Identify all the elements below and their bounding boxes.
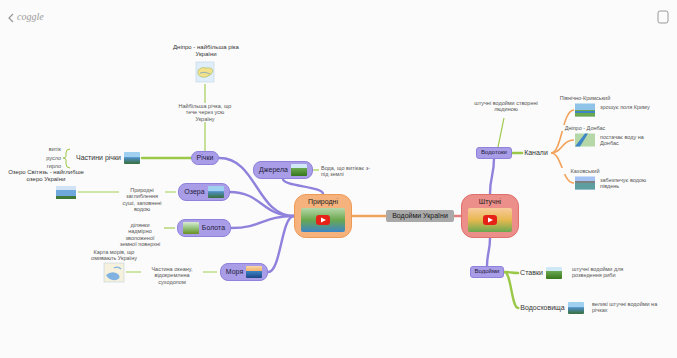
canal-photo [575, 134, 595, 147]
seas-map [104, 263, 124, 282]
branch-connector [230, 192, 294, 216]
leader-line [164, 227, 175, 228]
app-logo: coggle [17, 11, 67, 23]
leader-line [498, 118, 504, 147]
node-text: Ставки [520, 269, 543, 277]
thumbnail-image [568, 302, 584, 314]
branch-connector [268, 216, 294, 272]
branch-text: Водосховища [518, 301, 585, 315]
note-text: зрошує поля Криму [600, 104, 664, 110]
note-text: штучні водойми створені людиною [474, 100, 538, 113]
branch-connector [142, 157, 191, 159]
branch-connector [454, 215, 461, 217]
node-text: Водотоки [481, 149, 507, 156]
node-text: Канали [524, 149, 548, 157]
branch-connector [512, 152, 522, 154]
note-text: великі штучні водойми на річках [592, 301, 664, 314]
branch-text: Частини річки [74, 151, 142, 165]
back-chevron [9, 14, 13, 22]
branch-pill: Болота [177, 219, 231, 237]
note-text: забезпечує водою південь [600, 177, 664, 190]
node-text: Частини річки [76, 154, 121, 162]
image-caption: Північно-Кримський [557, 95, 613, 101]
node-text: Водойми [475, 268, 500, 275]
branch-connector [487, 238, 490, 266]
branch-box: Водойми [470, 266, 505, 277]
topic-box: Штучні [461, 194, 519, 238]
branch-pill: Моря [220, 263, 268, 281]
leader-line [313, 169, 319, 170]
image-caption: Карта морів, що омивають Україну [83, 249, 145, 262]
thumbnail-image [546, 267, 562, 279]
node-text: Озера [184, 188, 204, 196]
thumbnail-image [246, 266, 262, 278]
node-text: Водосховища [520, 304, 564, 312]
branch-connector [283, 179, 323, 194]
node-text: Природні [308, 198, 338, 206]
central-topic: Водойми України [386, 210, 454, 222]
play-triangle [488, 218, 493, 223]
node-text: Водойми України [392, 212, 448, 220]
branch-text: Ставки [518, 266, 564, 280]
image-caption: Каховський [557, 168, 613, 174]
bracket [63, 149, 70, 168]
node-text: Штучні [479, 198, 501, 206]
node-text: Джерела [259, 166, 288, 174]
video-thumbnail [468, 208, 512, 232]
ukraine-map [196, 62, 214, 82]
lake-photo [56, 186, 76, 199]
branch-pill: Джерела [253, 161, 313, 179]
note-text: Частина океану, відокремлена суходолом [141, 266, 203, 285]
branch-connector [490, 159, 494, 194]
menu-icon [658, 11, 668, 23]
thumbnail-image [208, 186, 224, 198]
canal-photo [575, 104, 595, 117]
topic-box: Природні [294, 194, 352, 238]
thumbnail-image [124, 152, 140, 164]
thumbnail-image [291, 164, 307, 176]
note-text: постачає воду на Донбас [600, 134, 664, 147]
note-text: Вода, що витікає з-під землі [321, 165, 373, 178]
note-text: штучні водойми для розведення риби [572, 266, 634, 279]
image-caption: Озеро Світязь - найглибше озеро України [4, 169, 88, 183]
branch-pill: Річки [191, 151, 220, 165]
play-button [483, 215, 497, 225]
image-caption: Дніпро - найбільша ріка України [171, 44, 241, 58]
branch-connector [352, 215, 386, 217]
branch-text: Канали [522, 148, 550, 158]
part-name: витік [39, 146, 61, 152]
note-text: Найбільша річка, що тече через усю Украї… [176, 103, 234, 122]
canal-photo [575, 177, 595, 190]
node-text: Річки [197, 154, 214, 162]
branch-connector [504, 272, 518, 308]
video-thumbnail [301, 208, 345, 232]
node-text: Болота [202, 224, 225, 232]
thumbnail-image [183, 222, 199, 234]
branch-pill: Озера [178, 183, 229, 201]
node-text: Моря [226, 268, 243, 276]
note-text: ділянки надмірно зволоженої земної повер… [118, 222, 162, 247]
play-button [316, 215, 330, 225]
play-triangle [321, 218, 326, 223]
image-caption: Дніпро - Донбас [557, 125, 613, 131]
note-text: Природні заглиблення суші, заповнені вод… [119, 187, 165, 212]
part-name: русло [39, 155, 61, 161]
branch-box: Водотоки [476, 147, 512, 158]
